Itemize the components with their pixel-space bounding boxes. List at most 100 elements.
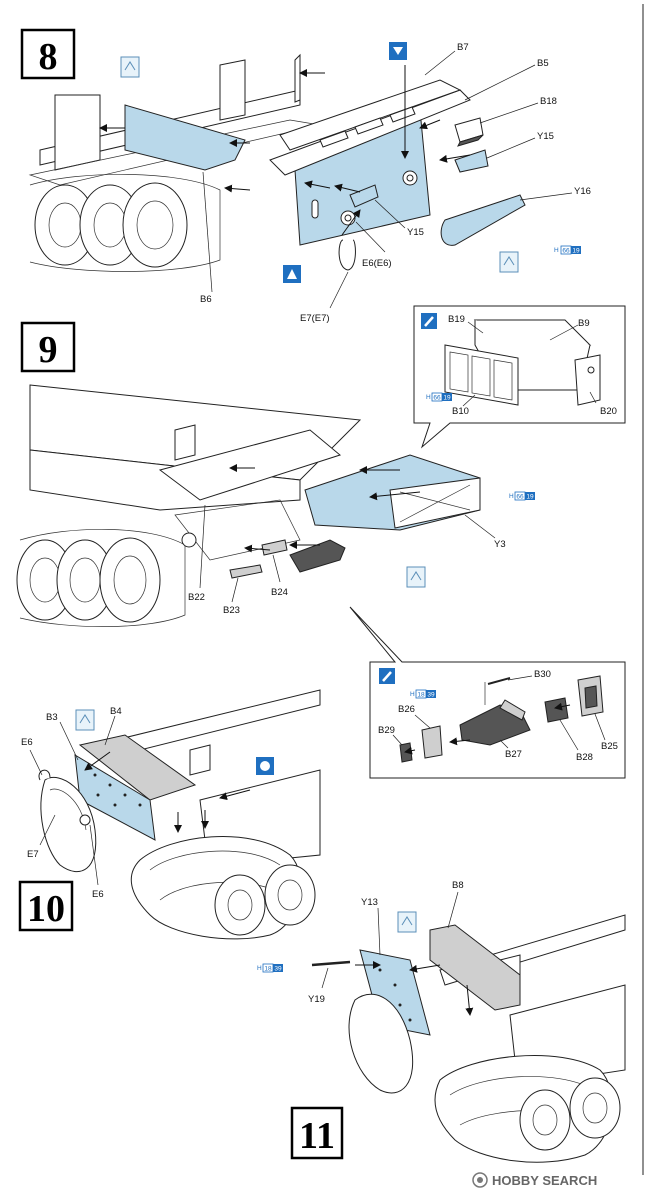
paint-icon-b3 bbox=[75, 709, 95, 731]
deck-hatches bbox=[319, 106, 416, 148]
label-e6-top: E6 bbox=[21, 737, 33, 748]
step-10-inset: H 18 39 B30 B26 B29 B27 B28 B25 bbox=[349, 606, 626, 779]
label-b4: B4 bbox=[110, 706, 122, 717]
label-b6: B6 bbox=[200, 294, 212, 305]
label-y15-upper: Y15 bbox=[537, 131, 554, 142]
label-e6: E6(E6) bbox=[362, 258, 392, 269]
svg-text:HOBBY SEARCH: HOBBY SEARCH bbox=[492, 1173, 597, 1188]
step-9-arrows bbox=[229, 464, 421, 553]
label-b20: B20 bbox=[600, 406, 617, 417]
label-y13: Y13 bbox=[361, 897, 378, 908]
step-9-inset: B19 B9 B10 B20 H 66 19 bbox=[413, 305, 626, 449]
step-9-paint-code: H 66 19 bbox=[509, 491, 535, 501]
label-b3: B3 bbox=[46, 712, 58, 723]
svg-text:66: 66 bbox=[433, 395, 441, 402]
step-9: 9 B19 B9 B10 bbox=[16, 305, 626, 627]
inset-10-paint-code: H 18 39 bbox=[410, 689, 436, 699]
part-b18-base bbox=[457, 134, 484, 147]
step-11-paint-code: H 18 39 bbox=[257, 963, 283, 973]
inset-9-paint-code: H 66 19 bbox=[426, 392, 452, 402]
label-b7: B7 bbox=[457, 42, 469, 53]
label-y3: Y3 bbox=[494, 539, 506, 550]
svg-text:19: 19 bbox=[526, 494, 534, 501]
step-9-box bbox=[20, 321, 76, 373]
step-9-hook bbox=[181, 532, 197, 548]
svg-text:19: 19 bbox=[443, 395, 451, 402]
label-b10: B10 bbox=[452, 406, 469, 417]
label-b9: B9 bbox=[578, 318, 590, 329]
label-b22: B22 bbox=[188, 592, 205, 603]
paint-icon-y13 bbox=[397, 911, 417, 933]
part-b24 bbox=[261, 539, 288, 556]
label-y16: Y16 bbox=[574, 186, 591, 197]
svg-text:19: 19 bbox=[572, 248, 580, 255]
label-b25: B25 bbox=[601, 741, 618, 752]
step-11-arrows bbox=[355, 961, 474, 1016]
step-9-lower-bay bbox=[174, 499, 301, 561]
label-b8: B8 bbox=[452, 880, 464, 891]
step-8-number: 8 bbox=[39, 36, 58, 78]
hull-vertical-plate bbox=[219, 59, 246, 121]
step-11-box bbox=[290, 1106, 344, 1160]
cut-icon bbox=[283, 265, 301, 283]
paint-icon-y16 bbox=[499, 251, 519, 273]
label-y19: Y19 bbox=[308, 994, 325, 1005]
cement-icon bbox=[389, 42, 407, 60]
svg-text:66: 66 bbox=[562, 248, 570, 255]
label-e7: E7 bbox=[27, 849, 39, 860]
label-e6-bottom: E6 bbox=[92, 889, 104, 900]
step-10: H 18 39 B30 B26 B29 B27 B28 B25 bbox=[18, 606, 626, 940]
step-10-arrows bbox=[84, 751, 251, 833]
label-y15-lower: Y15 bbox=[407, 227, 424, 238]
step-10-wheels bbox=[214, 864, 316, 936]
b3-bolts bbox=[93, 773, 142, 807]
hull-post bbox=[294, 53, 301, 103]
step-8-wheels bbox=[29, 173, 221, 272]
step-9-rear-plate bbox=[158, 429, 342, 501]
paint-icon-b6 bbox=[120, 56, 140, 78]
label-e7: E7(E7) bbox=[300, 313, 330, 324]
step-8-paint-code: H 66 19 bbox=[554, 245, 581, 255]
label-b5: B5 bbox=[537, 58, 549, 69]
label-b19: B19 bbox=[448, 314, 465, 325]
step-11-wheels bbox=[519, 1077, 621, 1151]
label-b26: B26 bbox=[398, 704, 415, 715]
step-9-tow-assembly bbox=[289, 539, 346, 573]
part-b23 bbox=[229, 564, 263, 579]
paint-icon-y3 bbox=[406, 566, 426, 588]
part-y15-lower bbox=[349, 184, 379, 208]
step-11: H 18 39 B8 Y13 Y19 11 bbox=[257, 880, 626, 1163]
svg-text:H: H bbox=[509, 493, 514, 500]
step-8: 8 bbox=[20, 28, 591, 324]
step-8-labels: B7 B5 B18 Y15 Y16 Y15 E6(E6) B6 E7(E7) bbox=[200, 42, 591, 324]
svg-text:H: H bbox=[410, 691, 415, 698]
part-b6 bbox=[124, 104, 246, 171]
part-b8 bbox=[429, 924, 521, 1011]
svg-text:H: H bbox=[554, 247, 559, 254]
hull-side-plate bbox=[54, 94, 101, 171]
svg-text:39: 39 bbox=[274, 966, 282, 973]
part-b7-top bbox=[279, 79, 462, 151]
label-b29: B29 bbox=[378, 725, 395, 736]
label-b23: B23 bbox=[223, 605, 240, 616]
label-b24: B24 bbox=[271, 587, 288, 598]
label-b27: B27 bbox=[505, 749, 522, 760]
step-10-labels: B3 B4 E6 E7 E6 bbox=[21, 706, 122, 900]
svg-text:H: H bbox=[257, 965, 262, 972]
svg-text:39: 39 bbox=[427, 692, 435, 699]
part-b4 bbox=[78, 734, 197, 801]
step-9-number: 9 bbox=[39, 329, 58, 371]
step-9-wheels bbox=[16, 529, 186, 627]
svg-text:18: 18 bbox=[264, 966, 272, 973]
step-11-number: 11 bbox=[299, 1115, 335, 1157]
step-8-arrows bbox=[99, 65, 471, 236]
decal-icon bbox=[256, 757, 274, 775]
watermark: HOBBY SEARCH bbox=[472, 1172, 597, 1188]
label-b18: B18 bbox=[540, 96, 557, 107]
step-10-hooks bbox=[38, 769, 91, 826]
step-8-box bbox=[20, 28, 76, 80]
part-y15-upper bbox=[454, 149, 489, 173]
part-e7-shackle bbox=[338, 239, 356, 271]
y13-bolts bbox=[378, 968, 412, 1022]
